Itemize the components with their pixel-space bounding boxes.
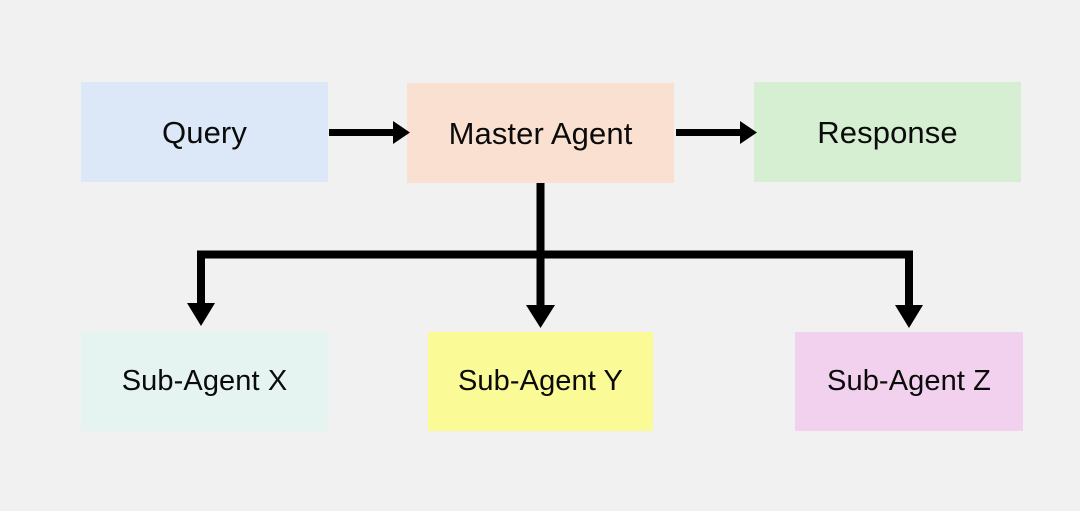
edge-master-agent-to-sub-agent-y-icon	[526, 251, 555, 328]
node-sub-agent-x[interactable]: Sub-Agent X	[81, 331, 328, 431]
node-master-agent-label: Master Agent	[448, 115, 633, 151]
node-query-label: Query	[162, 114, 247, 150]
node-sub-agent-z-label: Sub-Agent Z	[827, 365, 991, 397]
node-sub-agent-z[interactable]: Sub-Agent Z	[795, 332, 1023, 431]
node-query[interactable]: Query	[81, 82, 328, 182]
edge-master-agent-to-sub-agent-x-icon	[187, 251, 215, 326]
edge-master-agent-to-response-icon	[676, 121, 757, 144]
edge-query-to-master-agent-icon	[329, 121, 410, 144]
node-master-agent[interactable]: Master Agent	[407, 83, 674, 183]
node-sub-agent-x-label: Sub-Agent X	[121, 364, 288, 397]
node-sub-agent-y[interactable]: Sub-Agent Y	[428, 332, 653, 431]
node-response-label: Response	[817, 114, 958, 150]
node-sub-agent-y-label: Sub-Agent Y	[457, 365, 624, 397]
edge-master-agent-to-sub-agent-z-icon	[895, 251, 923, 328]
node-response[interactable]: Response	[754, 82, 1021, 182]
